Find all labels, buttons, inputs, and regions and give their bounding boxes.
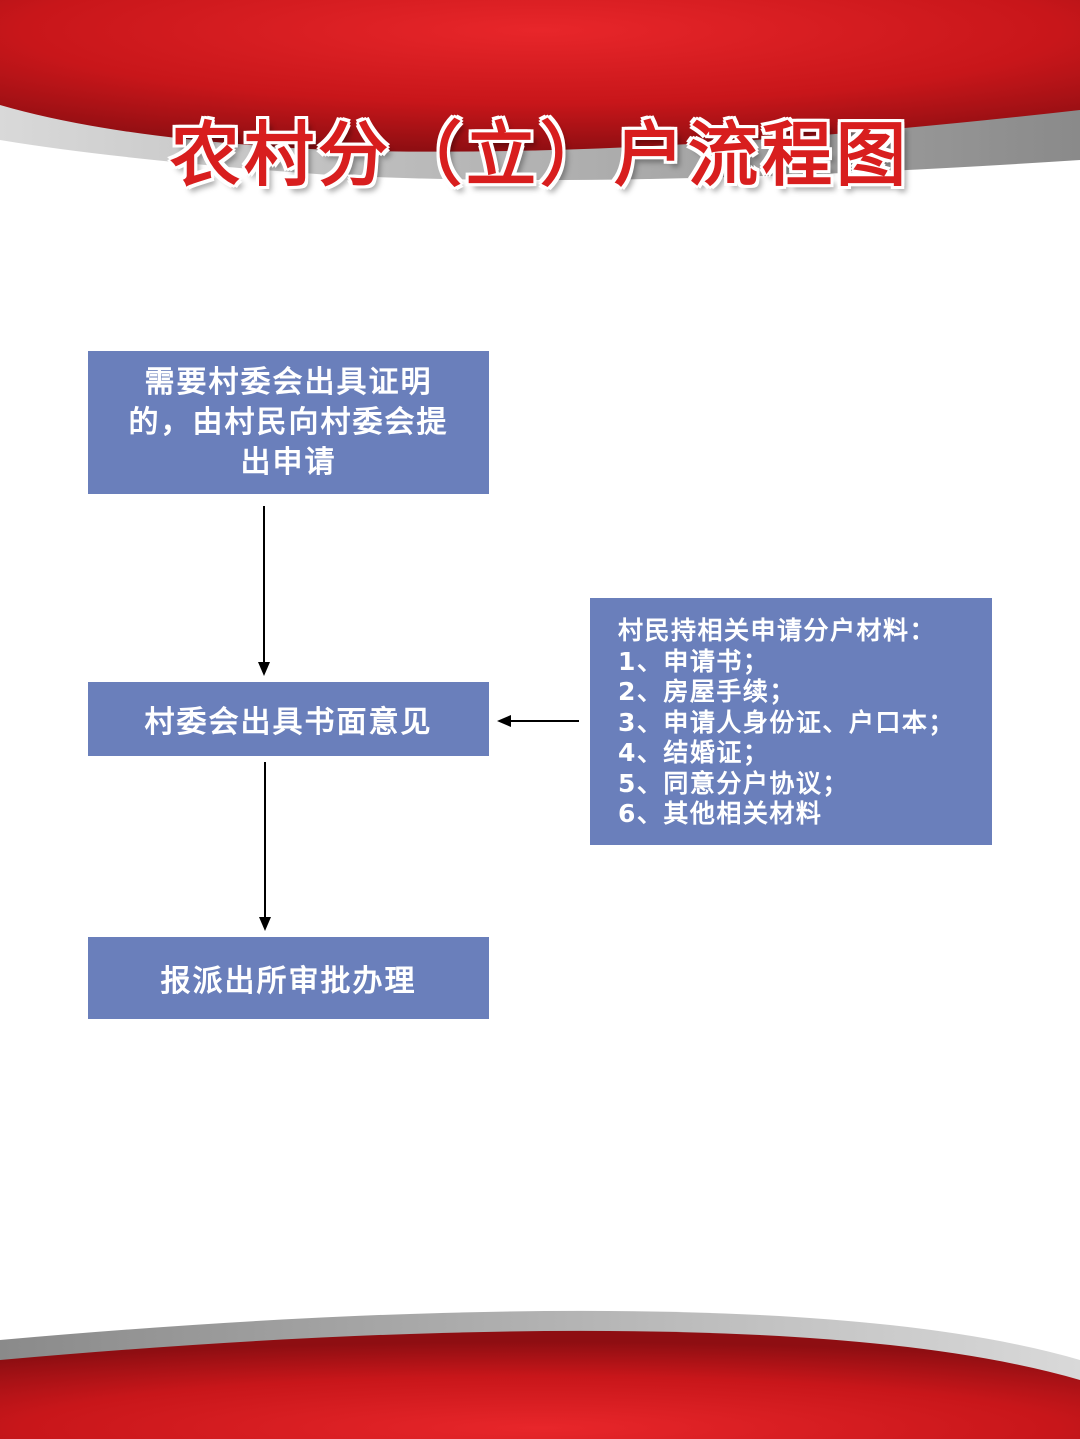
materials-item: 3、申请人身份证、户口本； <box>618 707 955 737</box>
flow-step-apply: 需要村委会出具证明的，由村民向村委会提出申请 <box>88 351 489 494</box>
flow-step-police-approval-label: 报派出所审批办理 <box>160 964 417 999</box>
materials-item: 2、房屋手续； <box>618 677 796 706</box>
arrowhead-step2-to-step3 <box>259 917 271 931</box>
flow-step-police-approval: 报派出所审批办理 <box>88 937 489 1019</box>
flow-step-opinion-label: 村委会出具书面意见 <box>144 705 433 740</box>
materials-heading: 村民持相关申请分户材料： <box>618 616 937 645</box>
materials-item: 6、其他相关材料 <box>618 799 823 828</box>
materials-box: 村民持相关申请分户材料： 1、申请书； 2、房屋手续； 3、申请人身份证、户口本… <box>590 598 992 845</box>
flow-step-apply-label: 需要村委会出具证明的，由村民向村委会提出申请 <box>128 364 449 480</box>
bottom-banner <box>0 1310 1080 1439</box>
arrowhead-step1-to-step2 <box>258 662 270 676</box>
materials-item: 1、申请书； <box>618 646 770 676</box>
top-banner <box>0 0 1080 180</box>
page-title: 农村分（立）户流程图 <box>170 114 910 196</box>
materials-item: 5、同意分户协议； <box>618 768 849 798</box>
flow-step-opinion: 村委会出具书面意见 <box>88 682 489 756</box>
arrowhead-materials-to-step2 <box>497 715 511 727</box>
materials-item: 4、结婚证； <box>618 738 770 767</box>
